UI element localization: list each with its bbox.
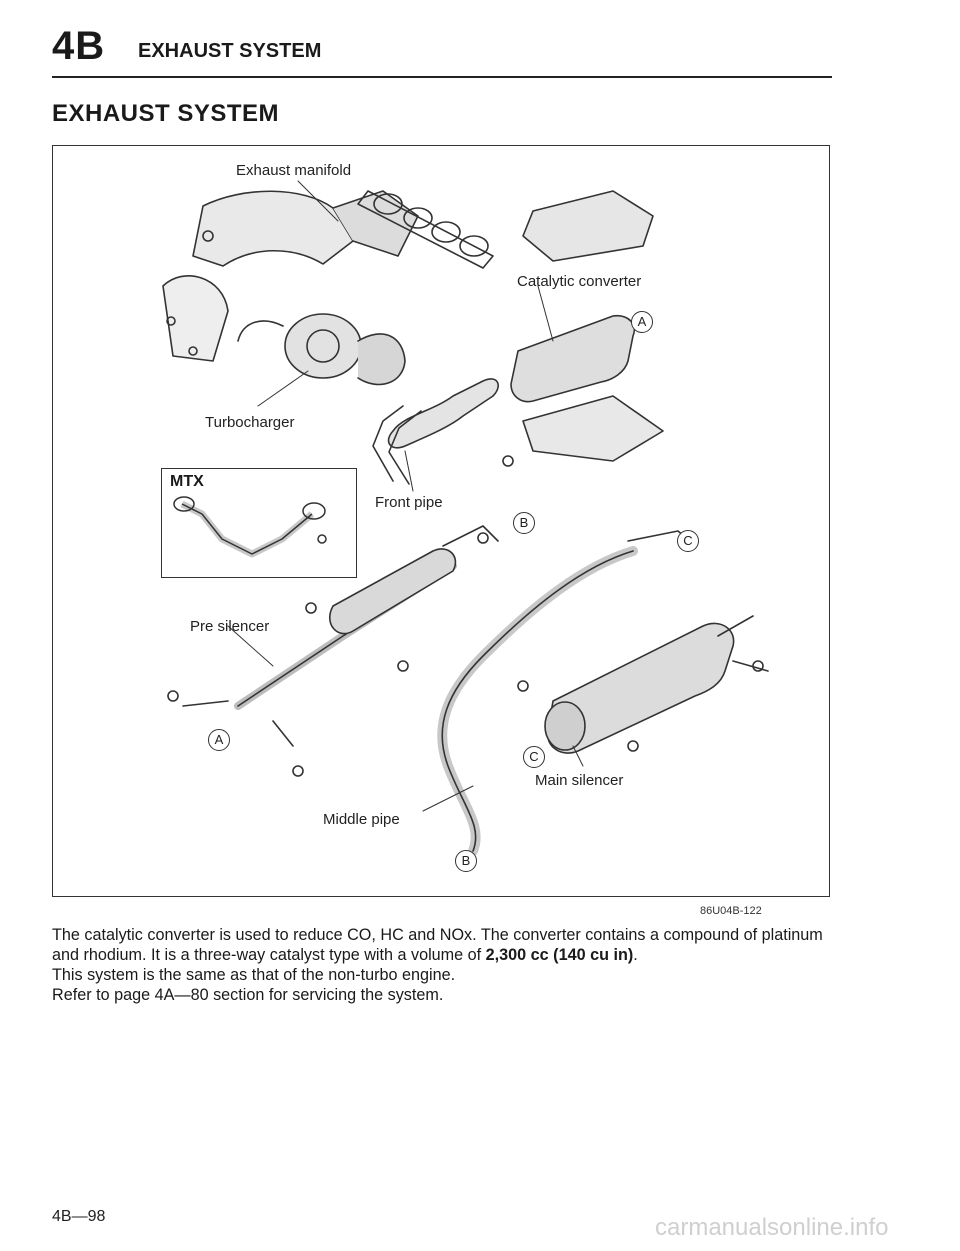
label-exhaust-manifold: Exhaust manifold	[236, 162, 352, 179]
label-middle-pipe: Middle pipe	[323, 811, 400, 828]
pre-silencer-drawing	[182, 525, 499, 747]
ref-letter-b-top: B	[513, 512, 535, 534]
page-number: 4B—98	[52, 1208, 106, 1225]
body-paragraph-2: This system is the same as that of the n…	[52, 966, 456, 984]
section-code: 4B	[52, 24, 106, 68]
catalytic-converter-drawing	[510, 190, 664, 462]
ref-letter-a-bottom: A	[208, 729, 230, 751]
label-turbocharger: Turbocharger	[205, 414, 295, 431]
page-header: 4B EXHAUST SYSTEM	[52, 18, 832, 78]
exhaust-diagram-drawing	[162, 180, 769, 856]
turbocharger-drawing	[237, 313, 406, 386]
body-text: The catalytic converter is used to reduc…	[52, 925, 842, 1005]
exhaust-manifold-drawing	[192, 190, 354, 267]
label-main-silencer: Main silencer	[535, 772, 624, 789]
ref-letter-b-bottom: B	[455, 850, 477, 872]
mtx-label: MTX	[170, 473, 204, 490]
mtx-inset: MTX	[161, 468, 357, 578]
ref-letter-a-top: A	[631, 311, 653, 333]
leader-lines	[227, 180, 584, 812]
exhaust-system-figure: Exhaust manifold Catalytic converter Tur…	[52, 145, 830, 897]
volume-spec: 2,300 cc (140 cu in)	[485, 946, 634, 964]
body-paragraph-1: The catalytic converter is used to reduc…	[52, 926, 823, 964]
fastener-marks-drawing	[166, 230, 764, 777]
page-title: EXHAUST SYSTEM	[52, 100, 280, 127]
figure-code: 86U04B-122	[700, 905, 762, 917]
section-name: EXHAUST SYSTEM	[138, 40, 322, 62]
mtx-front-pipe-drawing	[173, 496, 327, 558]
label-catalytic-converter: Catalytic converter	[517, 273, 642, 290]
label-pre-silencer: Pre silencer	[190, 618, 270, 635]
label-front-pipe: Front pipe	[375, 494, 443, 511]
body-paragraph-3: Refer to page 4A—80 section for servicin…	[52, 986, 444, 1004]
front-pipe-drawing	[387, 378, 499, 449]
manifold-gaskets-drawing	[357, 190, 494, 269]
watermark: carmanualsonline.info	[655, 1214, 889, 1241]
ref-letter-c-top: C	[677, 530, 699, 552]
main-silencer-drawing	[544, 615, 769, 754]
ref-letter-c-bottom: C	[523, 746, 545, 768]
